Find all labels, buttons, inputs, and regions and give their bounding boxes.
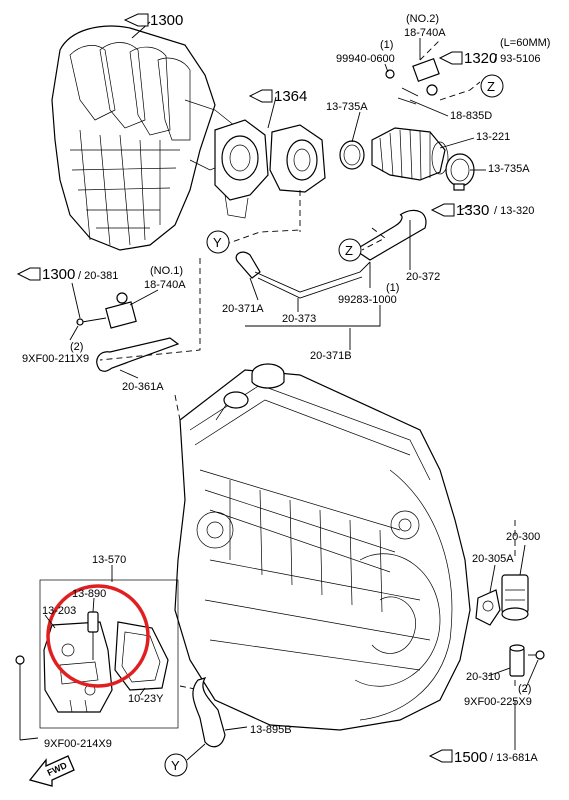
label-13-221: 13-221 bbox=[476, 131, 510, 143]
label-13-735A-b: 13-735A bbox=[488, 163, 530, 175]
label-9XF00-211X9: 9XF00-211X9 bbox=[22, 353, 89, 365]
label-q2a: (2) bbox=[70, 341, 83, 353]
ref-arrow-icon bbox=[123, 13, 149, 27]
label-q2b: (2) bbox=[518, 683, 531, 695]
leader-lines bbox=[19, 21, 539, 750]
detail-frame bbox=[39, 579, 179, 729]
svg-text:Z: Z bbox=[487, 79, 495, 94]
label-10-23Y: 10-23Y bbox=[128, 693, 164, 705]
label-20-373: 20-373 bbox=[282, 313, 316, 325]
hose-clamp-13-735A-b[interactable] bbox=[445, 153, 475, 191]
label-q1b: (1) bbox=[386, 282, 399, 294]
label-20-372: 20-372 bbox=[406, 271, 440, 283]
svg-text:Y: Y bbox=[171, 758, 180, 773]
hose-20-372[interactable] bbox=[353, 209, 427, 261]
label-no2: (NO.2) bbox=[406, 13, 439, 25]
oil-dipstick[interactable] bbox=[215, 391, 249, 421]
part-labels: (NO.2) 18-740A (L=60MM) (1) 99940-0600 1… bbox=[22, 13, 550, 750]
pipe-20-373[interactable] bbox=[254, 261, 371, 299]
label-18-740A: 18-740A bbox=[144, 279, 186, 291]
svg-text:1320: 1320 bbox=[464, 50, 497, 67]
solenoid-valve-no1[interactable] bbox=[76, 292, 137, 329]
callout-y-bottom[interactable]: Y bbox=[164, 743, 206, 777]
ref-1330[interactable]: 1330 / 13-320 bbox=[430, 202, 534, 219]
throttle-body-1364[interactable] bbox=[269, 124, 326, 193]
engine-block[interactable] bbox=[174, 369, 471, 731]
ref-arrow-icon bbox=[428, 749, 453, 763]
label-99283-1000: 99283-1000 bbox=[338, 294, 397, 306]
oil-filler-cap[interactable] bbox=[251, 363, 285, 389]
fwd-arrow: FWD bbox=[28, 755, 75, 787]
label-13-570: 13-570 bbox=[92, 554, 126, 566]
solenoid-valve-no2[interactable] bbox=[385, 57, 440, 105]
svg-text:/ 20-381: / 20-381 bbox=[78, 270, 118, 282]
ref-1500[interactable]: 1500 / 13-681A bbox=[428, 749, 538, 766]
svg-text:1500: 1500 bbox=[454, 749, 487, 766]
ref-arrow-icon bbox=[248, 89, 273, 103]
pipe-20-310[interactable] bbox=[509, 644, 525, 677]
ref-arrow-icon bbox=[430, 203, 455, 217]
bolt-9XF00-225X9[interactable] bbox=[528, 650, 545, 660]
label-20-371B: 20-371B bbox=[310, 350, 352, 362]
label-20-310: 20-310 bbox=[466, 671, 500, 683]
connection-lines-top bbox=[99, 39, 481, 361]
intake-hose-13-221[interactable] bbox=[371, 127, 449, 181]
callout-z-top[interactable]: Z bbox=[480, 74, 504, 98]
svg-text:Z: Z bbox=[345, 243, 353, 258]
bolt-9XF00-214X9[interactable] bbox=[15, 655, 25, 740]
svg-text:/ 13-681A: / 13-681A bbox=[490, 752, 538, 764]
label-13-735A-a: 13-735A bbox=[326, 101, 368, 113]
svg-text:1364: 1364 bbox=[274, 88, 307, 105]
ref-1300-top[interactable]: 1300 bbox=[123, 12, 183, 29]
svg-text:1300: 1300 bbox=[42, 266, 75, 283]
ref-arrow-icon bbox=[438, 51, 463, 65]
label-20-371A: 20-371A bbox=[222, 303, 264, 315]
label-18-740A-top: 18-740A bbox=[404, 27, 446, 39]
label-9XF00-214X9: 9XF00-214X9 bbox=[44, 738, 112, 750]
ref-1300-left[interactable]: 1300 / 20-381 bbox=[16, 266, 118, 283]
label-20-300: 20-300 bbox=[506, 531, 540, 543]
label-20-361A: 20-361A bbox=[122, 381, 164, 393]
ref-1320[interactable]: 1320 / 93-5106 bbox=[438, 50, 540, 67]
hose-clamp-13-735A-a[interactable] bbox=[339, 140, 365, 170]
egr-valve-20-300[interactable] bbox=[501, 574, 529, 621]
label-q1a: (1) bbox=[380, 39, 393, 51]
label-99940-0600: 99940-0600 bbox=[336, 53, 395, 65]
label-13-890: 13-890 bbox=[72, 588, 106, 600]
callout-y-top[interactable]: Y bbox=[206, 230, 230, 254]
gasket-20-305A[interactable] bbox=[475, 589, 501, 626]
svg-text:1300: 1300 bbox=[150, 12, 183, 29]
hose-20-361A[interactable] bbox=[96, 337, 180, 372]
svg-text:/ 13-320: / 13-320 bbox=[494, 205, 534, 217]
label-len60: (L=60MM) bbox=[500, 37, 550, 49]
label-13-203: 13-203 bbox=[42, 605, 76, 617]
hose-13-895B[interactable] bbox=[192, 677, 226, 748]
highlight-circle bbox=[46, 584, 150, 688]
label-9XF00-225X9: 9XF00-225X9 bbox=[464, 696, 532, 708]
fwd-arrow-icon bbox=[28, 755, 75, 787]
label-13-895B: 13-895B bbox=[250, 724, 292, 736]
svg-text:1330: 1330 bbox=[456, 202, 489, 219]
label-no1: (NO.1) bbox=[150, 265, 183, 277]
gasket-10-23Y[interactable] bbox=[114, 621, 169, 691]
oil-separator-13-570[interactable] bbox=[43, 621, 113, 713]
svg-text:Y: Y bbox=[213, 235, 222, 250]
callout-z-mid[interactable]: Z bbox=[338, 238, 362, 262]
label-18-835D: 18-835D bbox=[450, 110, 492, 122]
hose-20-371A[interactable] bbox=[235, 251, 261, 279]
throttle-body[interactable] bbox=[214, 119, 269, 219]
svg-text:/ 93-5106: / 93-5106 bbox=[494, 53, 540, 65]
ref-arrow-icon bbox=[16, 267, 41, 281]
intake-manifold[interactable] bbox=[51, 25, 241, 251]
label-20-305A: 20-305A bbox=[472, 553, 514, 565]
ref-1364[interactable]: 1364 bbox=[248, 88, 307, 105]
